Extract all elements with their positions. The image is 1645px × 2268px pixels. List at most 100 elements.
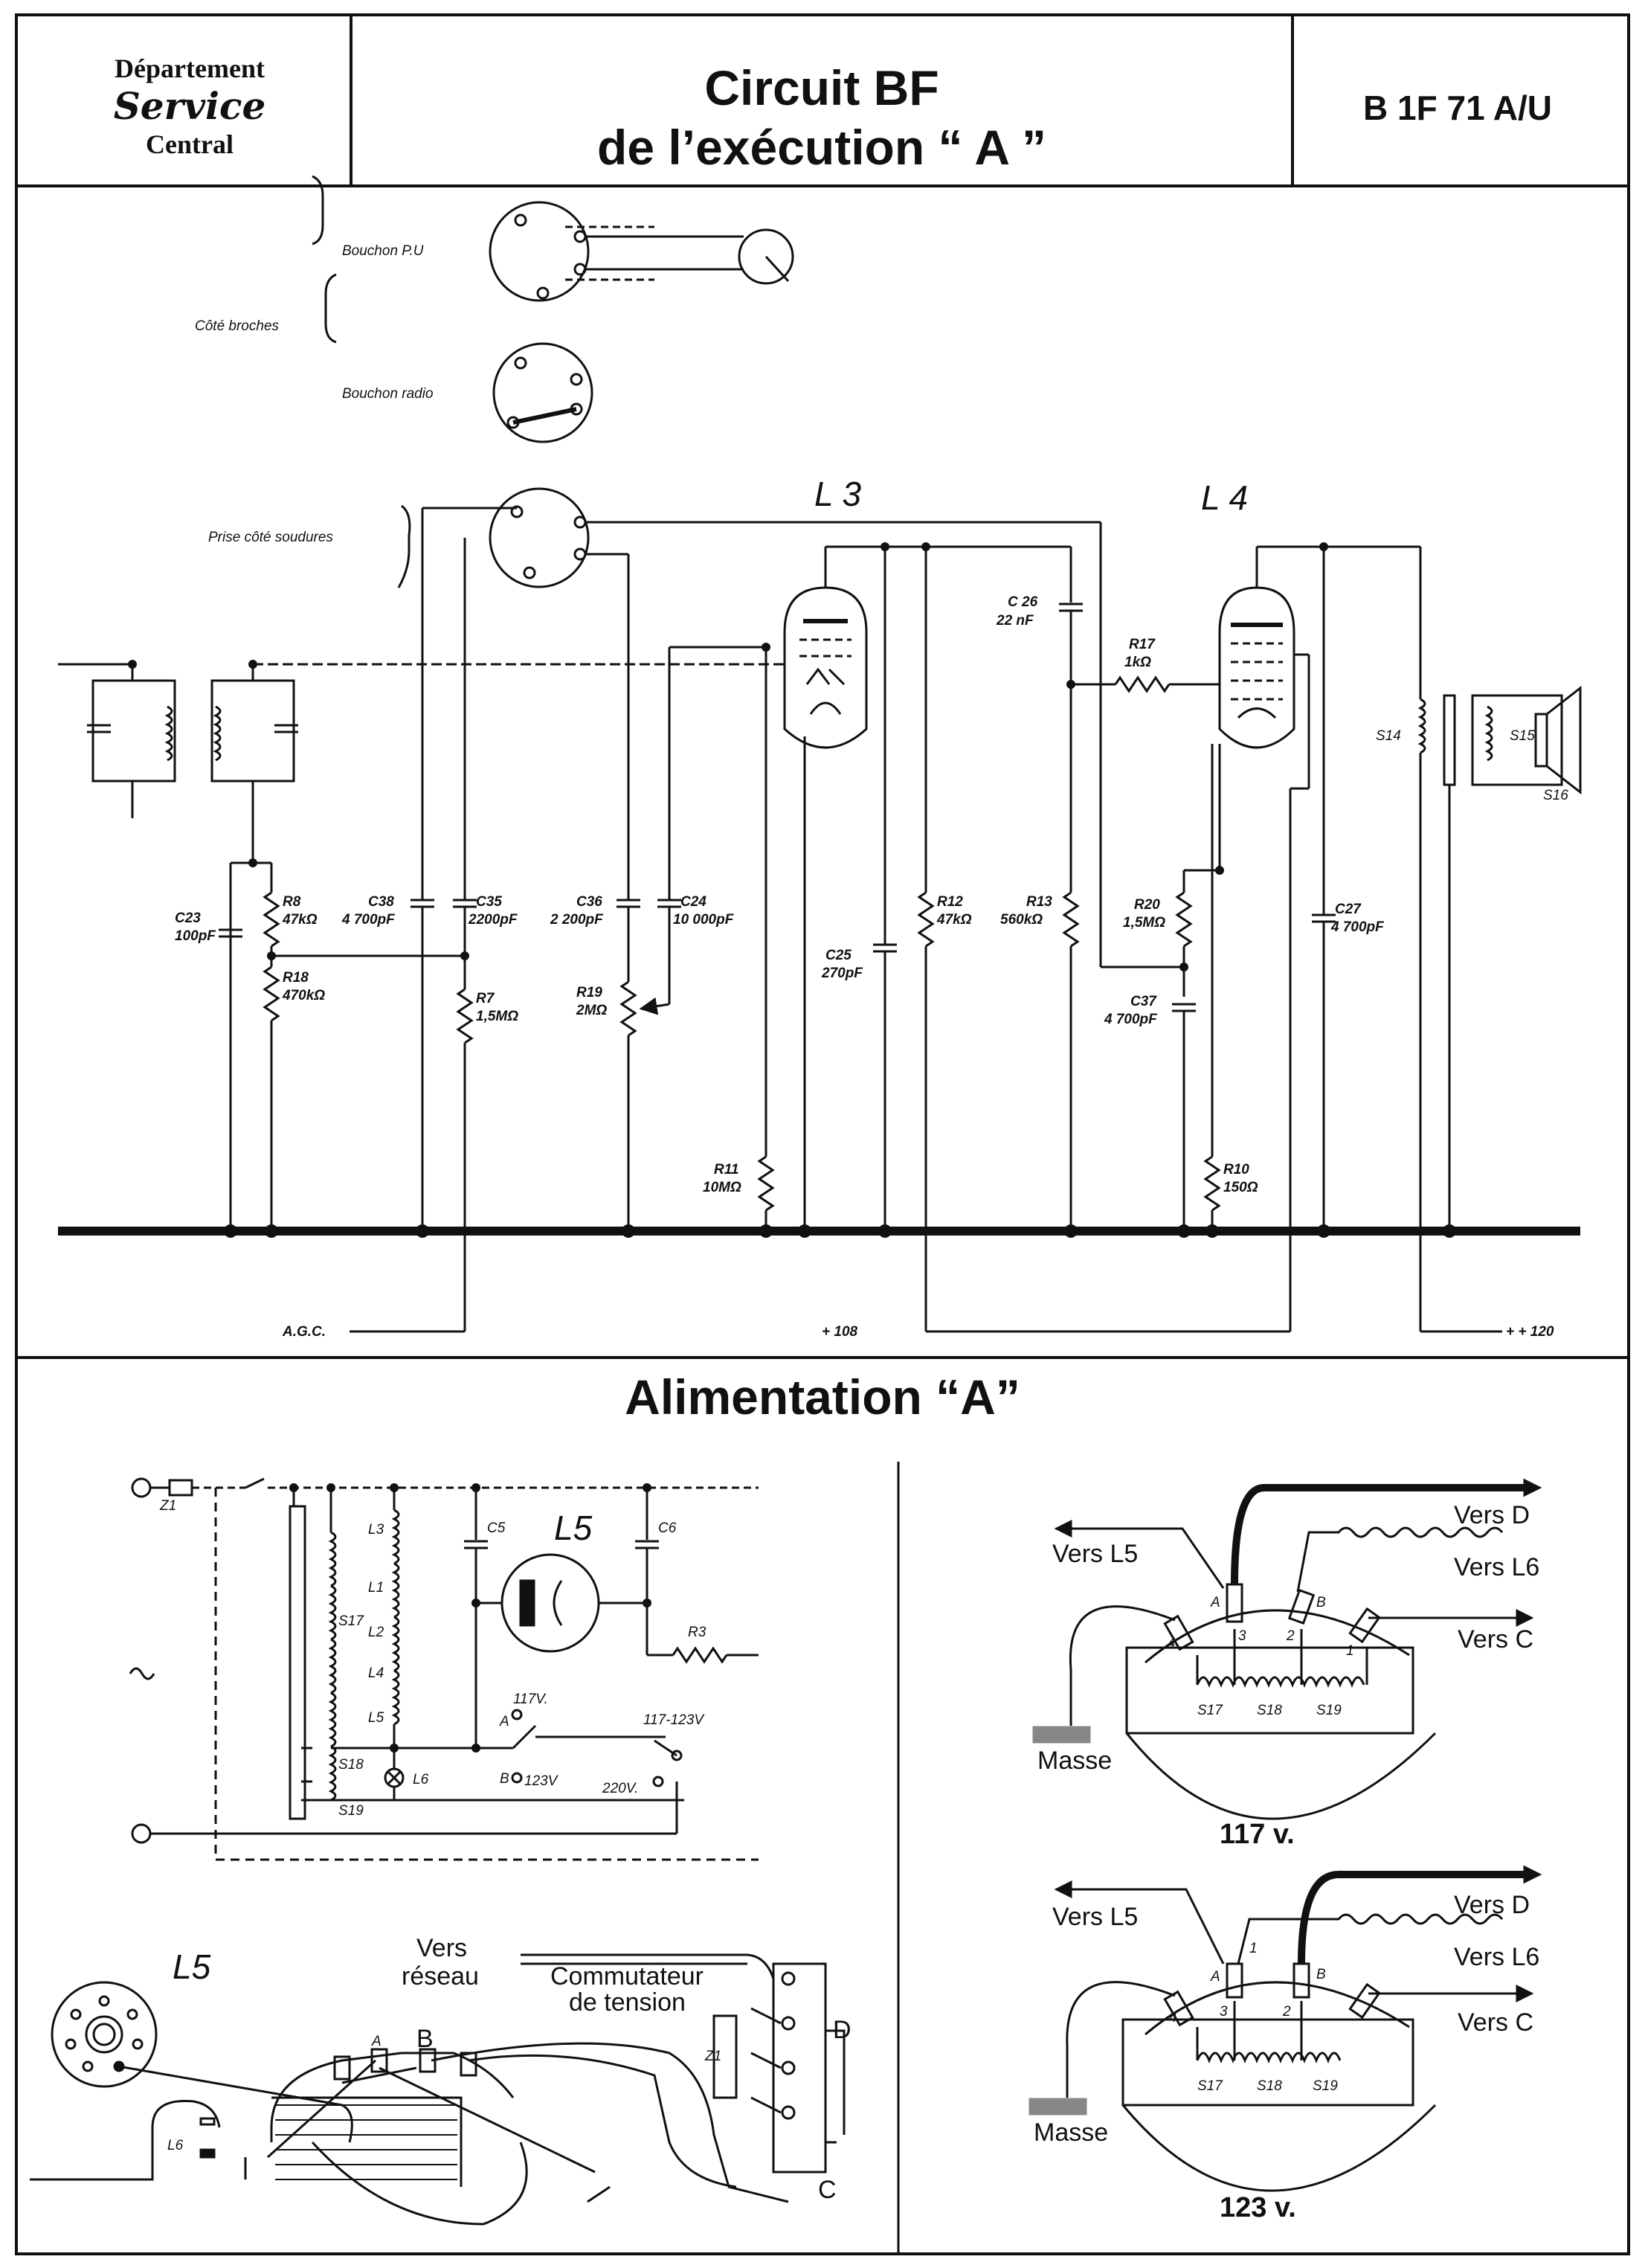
c37-label: C37 [1130,994,1157,1009]
wiring-b-label: B [416,2025,434,2053]
title-line-1: Circuit BF [704,60,939,115]
title-line-2: de l’exécution “ A ” [597,120,1046,175]
c25-value: 270pF [821,966,863,981]
wiring-commutateur-label: Commutateur [550,1962,704,1991]
r13-value: 560kΩ [1000,912,1043,928]
l1-label: L1 [368,1580,384,1596]
s117-a: A [1210,1595,1220,1610]
bf-labels: L 3 L 4 Côté broches Bouchon P.U Bouchon… [175,243,1568,1340]
page-title: Circuit BF de l’exécution “ A ” [357,58,1287,177]
c23-value: 100pF [175,928,216,944]
r12-value: 47kΩ [936,912,972,928]
r20-label: R20 [1134,897,1160,913]
l6-label: L6 [413,1772,429,1787]
input-if-transformer [58,663,788,863]
department-line: Département [115,54,265,83]
plus120-label: + + 120 [1506,1324,1554,1340]
s123-vers-d: Vers D [1454,1891,1530,1919]
tube-l4 [1218,586,1295,749]
s123-b: B [1316,1967,1326,1982]
wiring-reseau-label: réseau [402,1962,479,1991]
plus108-label: + 108 [822,1324,858,1340]
wiring-c-label: C [818,2176,837,2204]
tap123-label: 123V [524,1773,559,1789]
document-reference: B 1F 71 A/U [1363,89,1552,127]
r19-label: R19 [576,985,602,1000]
r18-value: 470kΩ [282,988,325,1003]
c6-label: C6 [658,1520,677,1536]
side-pins-label: Côté broches [195,318,280,334]
alimentation-title: Alimentation “A” [625,1369,1020,1424]
c26-value: 22 nF [996,613,1034,629]
bf-circuit [58,175,1582,1333]
r12-label: R12 [937,894,963,910]
s123-caption: 123 v. [1220,2192,1296,2223]
s19-label: S19 [338,1803,364,1819]
c35-label: C35 [476,894,502,910]
s123-vers-c: Vers C [1458,2008,1533,2037]
r7-value: 1,5MΩ [476,1009,518,1024]
s123-n4: 4 [1169,2010,1177,2026]
s123-vers-l5: Vers L5 [1052,1903,1138,1931]
c27-label: C27 [1335,902,1362,917]
wiring-labels: L5 L6 Vers réseau Commutateur de tension… [167,1934,852,2204]
s123-s19: S19 [1313,2078,1338,2094]
r8-label: R8 [283,894,301,910]
r11-value: 10MΩ [703,1180,741,1195]
wiring-drawing [30,1953,846,2226]
r7-label: R7 [476,991,495,1006]
r17-value: 1kΩ [1124,655,1151,670]
s123-s18: S18 [1257,2078,1282,2094]
z1-label: Z1 [159,1498,176,1514]
c37-value: 4 700pF [1104,1012,1158,1027]
l3-label: L3 [368,1522,384,1538]
switch-123-labels: Vers L5 Vers D Vers L6 Vers C Masse A B … [1034,1891,1539,2223]
c24-label: C24 [680,894,706,910]
c27-value: 4 700pF [1330,919,1385,935]
c38-label: C38 [368,894,394,910]
wiring-d-label: D [833,2016,852,2044]
agc-label: A.G.C. [282,1324,326,1340]
wiring-vers-label: Vers [416,1934,467,1962]
c38-value: 4 700pF [341,912,396,928]
plug-pu [312,175,794,344]
r17-label: R17 [1129,637,1156,652]
r18-label: R18 [283,970,309,986]
s17-label: S17 [338,1613,364,1629]
s14-label: S14 [1376,728,1401,744]
s117-n4: 4 [1168,1636,1176,1651]
s15-label: S15 [1510,728,1535,744]
s117-s17: S17 [1197,1703,1223,1718]
plug-pu-label: Bouchon P.U [342,243,424,259]
wiring-de-tension-label: de tension [569,1988,686,2017]
wiring-l5-label: L5 [173,1947,211,1986]
s117-vers-c: Vers C [1458,1625,1533,1654]
wiring-z1-label: Z1 [704,2049,721,2064]
r20-value: 1,5MΩ [1123,915,1165,931]
tube-l4-label: L 4 [1201,478,1248,517]
c26-label: C 26 [1008,594,1038,610]
r10-value: 150Ω [1223,1180,1258,1195]
l2-label: L2 [368,1625,384,1640]
sw-a-label: A [499,1714,509,1729]
s117-n1: 1 [1346,1643,1354,1659]
switch-123-drawing [1028,1865,1542,2192]
sw-b-label: B [500,1771,509,1787]
socket-solder-label: Prise côté soudures [208,530,333,545]
switch-117-labels: Vers L5 Vers D Vers L6 Vers C Masse A B … [1037,1501,1539,1850]
s117-vers-l6: Vers L6 [1454,1553,1539,1581]
alimentation-labels: Z1 L3 L1 L2 L4 L5 C5 C6 R3 S17 S18 S19 L… [159,1498,706,1819]
s117-n3: 3 [1238,1628,1246,1644]
s117-caption: 117 v. [1220,1819,1295,1850]
page-frame [15,13,1630,2255]
wiring-l6-label: L6 [167,2138,184,2153]
tube-l3 [783,586,868,749]
s123-a: A [1210,1969,1220,1985]
r19-value: 2MΩ [576,1003,607,1018]
s123-n1: 1 [1249,1941,1258,1956]
c24-value: 10 000pF [673,912,735,928]
s117-vers-l5: Vers L5 [1052,1540,1138,1568]
central-line: Central [146,129,234,159]
s123-n3: 3 [1220,2004,1228,2020]
